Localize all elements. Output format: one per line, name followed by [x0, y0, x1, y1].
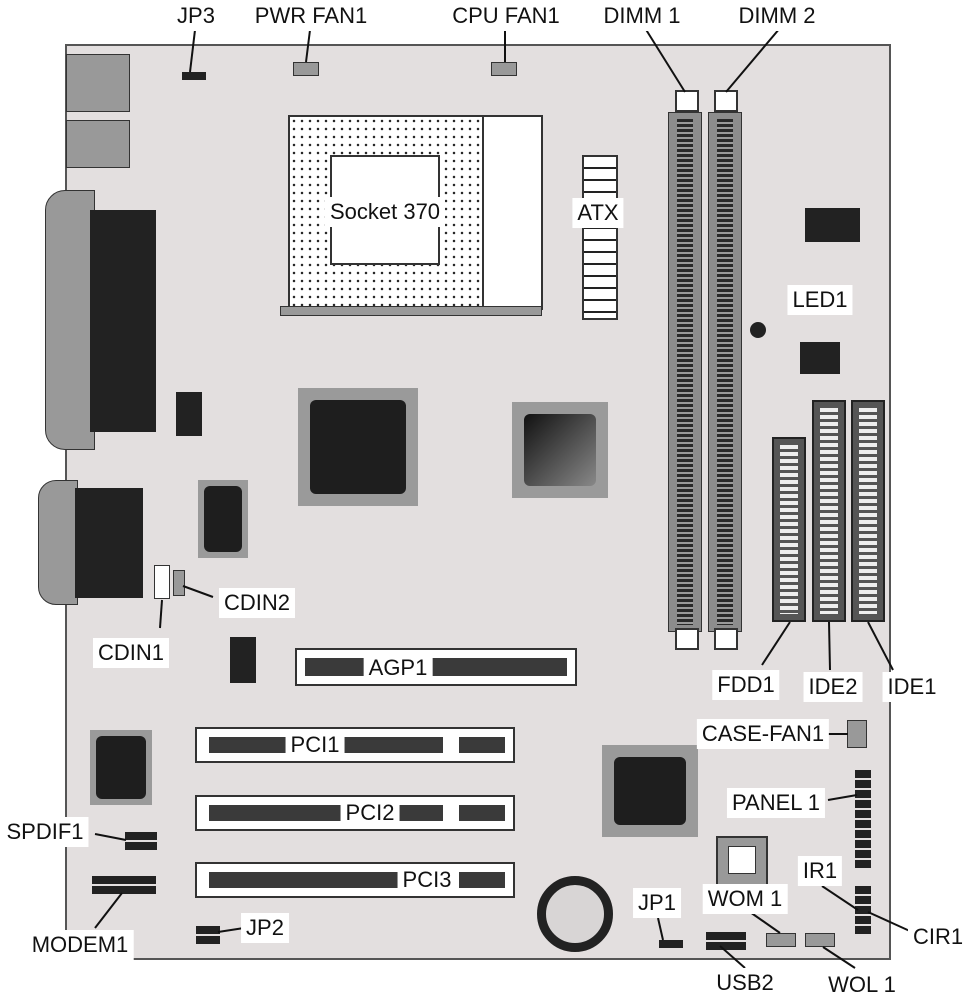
label-led1: LED1: [787, 285, 853, 315]
socket-base: [280, 306, 542, 316]
dimm1-latch-bottom: [675, 628, 699, 650]
label-pci3: PCI3: [397, 865, 457, 895]
small-chip-2: [230, 637, 256, 683]
usb2-header: [706, 932, 746, 950]
label-spdif1: SPDIF1: [1, 817, 89, 847]
label-atx: ATX: [572, 198, 624, 228]
southbridge-chip: [602, 745, 698, 837]
northbridge-chip: [298, 388, 418, 506]
label-cdin1: CDIN1: [92, 638, 170, 668]
panel1-header: [855, 770, 871, 868]
label-wol1: WOL 1: [823, 970, 901, 1000]
wom1-connector: [766, 933, 796, 947]
parallel-port-body: [90, 210, 156, 432]
usb-port-top: [66, 54, 130, 112]
spdif1-header: [125, 832, 157, 850]
pci1-slot: [195, 727, 515, 763]
modem1-header: [92, 876, 156, 894]
dimm1-slot: [668, 112, 702, 632]
ide2-connector: [812, 400, 846, 622]
label-case-fan1: CASE-FAN1: [696, 719, 830, 749]
label-wom1: WOM 1: [702, 884, 788, 914]
label-socket-370: Socket 370: [324, 197, 446, 227]
atx-connector: [582, 155, 618, 320]
label-jp1: JP1: [633, 888, 681, 918]
label-ide1: IDE1: [882, 672, 942, 702]
dimm1-latch-top: [675, 90, 699, 112]
io-chip: [90, 730, 152, 805]
socket-lever: [482, 115, 543, 310]
label-jp3: JP3: [172, 1, 220, 31]
label-cir1: CIR1: [907, 922, 968, 952]
graphics-chip: [512, 402, 608, 498]
ide1-connector: [851, 400, 885, 622]
dimm2-latch-bottom: [714, 628, 738, 650]
label-pwr-fan1: PWR FAN1: [249, 1, 373, 31]
ir1-cir1-header: [855, 886, 871, 934]
fdd1-connector: [772, 437, 806, 622]
serial-port: [38, 480, 78, 605]
label-agp1: AGP1: [363, 653, 433, 683]
label-dimm2: DIMM 2: [733, 1, 821, 31]
pwr-fan1-connector: [293, 62, 319, 76]
dimm2-slot: [708, 112, 742, 632]
label-ide2: IDE2: [803, 672, 863, 702]
cpu-fan1-connector: [491, 62, 517, 76]
pci3-slot: [195, 862, 515, 898]
wom-chip: [716, 836, 768, 886]
regulator-1: [805, 208, 860, 242]
jp2-jumper: [196, 926, 220, 944]
jp3-jumper: [182, 72, 206, 80]
battery: [537, 876, 613, 952]
label-pci1: PCI1: [285, 730, 345, 760]
small-chip-1: [176, 392, 202, 436]
usb-port-bottom: [66, 120, 130, 168]
led1-indicator: [750, 322, 766, 338]
label-cdin2: CDIN2: [218, 588, 296, 618]
cdin2-connector: [173, 570, 185, 596]
jp1-jumper: [659, 940, 683, 948]
label-dimm1: DIMM 1: [598, 1, 686, 31]
label-pci2: PCI2: [340, 798, 400, 828]
label-panel1: PANEL 1: [726, 788, 826, 818]
regulator-2: [800, 342, 840, 374]
label-modem1: MODEM1: [26, 930, 134, 960]
label-fdd1: FDD1: [712, 670, 780, 700]
bios-chip: [198, 480, 248, 558]
cdin1-connector: [154, 565, 170, 599]
serial-port-body: [75, 488, 143, 598]
label-jp2: JP2: [241, 913, 289, 943]
wol1-connector: [805, 933, 835, 947]
label-usb2: USB2: [711, 968, 779, 998]
label-ir1: IR1: [797, 856, 843, 886]
label-cpu-fan1: CPU FAN1: [447, 1, 565, 31]
